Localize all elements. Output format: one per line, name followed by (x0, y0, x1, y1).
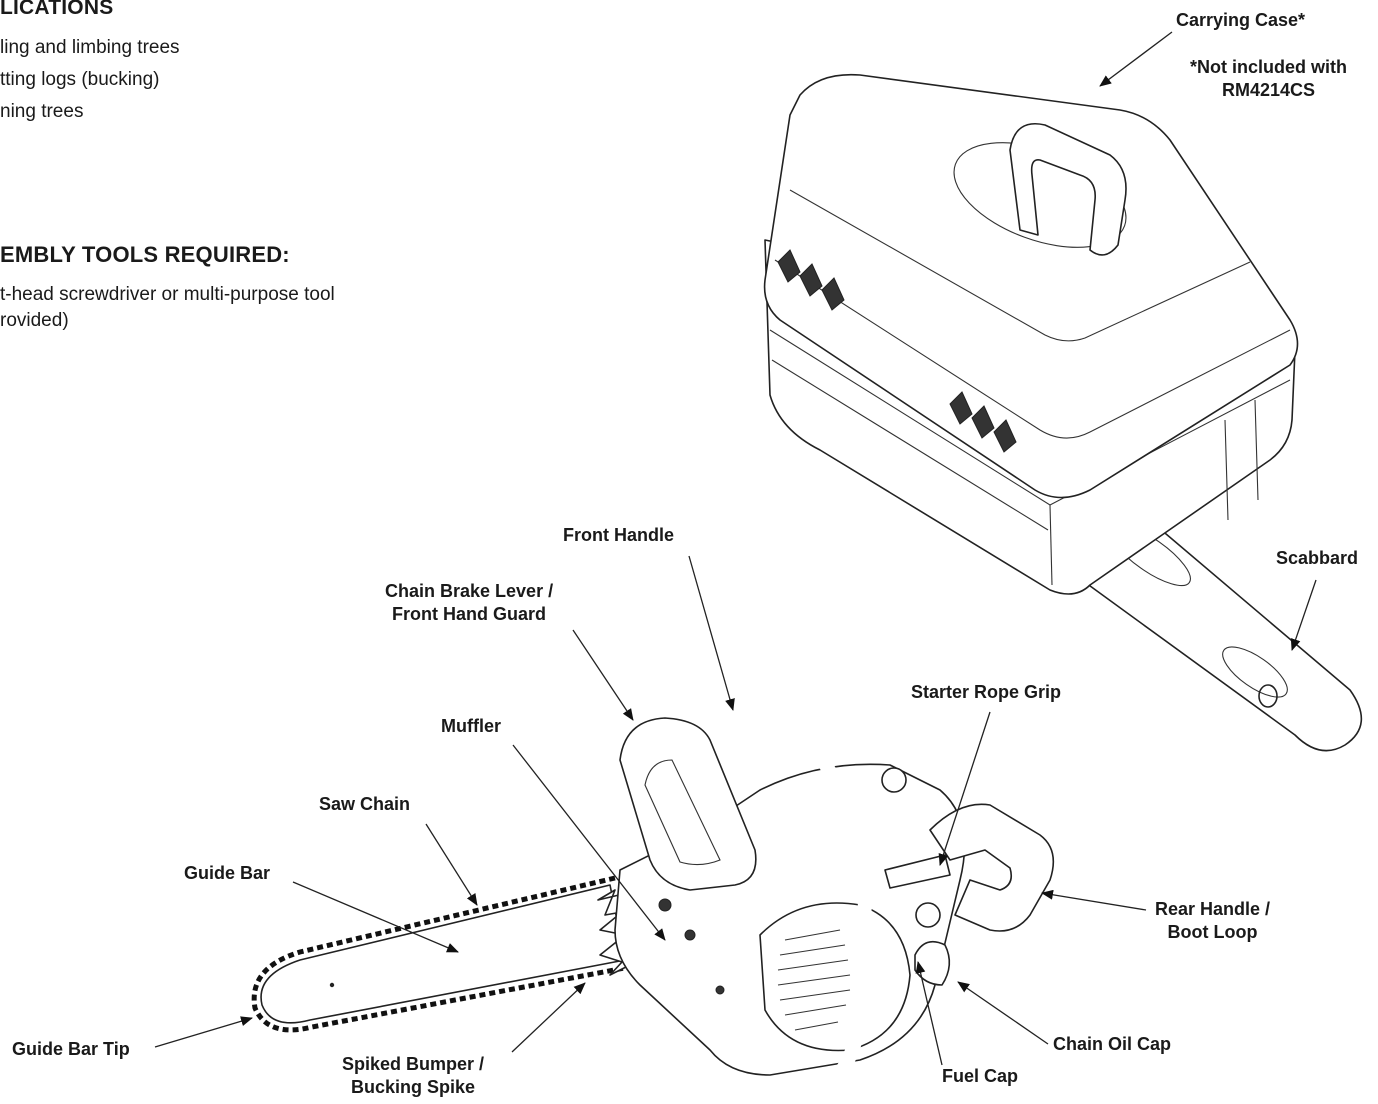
tools-heading: EMBLY TOOLS REQUIRED: (0, 242, 290, 267)
chainsaw-drawing (251, 701, 1055, 1097)
note-line: RM4214CS (1221, 80, 1316, 100)
label-spiked-bumper: Spiked Bumper / Bucking Spike (342, 1053, 484, 1099)
label-chain-oil-cap: Chain Oil Cap (1053, 1034, 1172, 1054)
scabbard-leader (1290, 579, 1317, 651)
leader-lines (154, 31, 1317, 1066)
tools-text: t-head screwdriver or multi-purpose tool… (0, 282, 335, 334)
label-not-included-note: *Not included with RM4214CS (1190, 56, 1347, 102)
label-line: Spiked Bumper / (342, 1054, 485, 1074)
carrying-case-leader (1099, 31, 1173, 87)
label-carrying-case: Carrying Case* (1176, 10, 1306, 30)
label-starter-rope-grip: Starter Rope Grip (911, 682, 1062, 702)
label-guide-bar-tip: Guide Bar Tip (12, 1039, 130, 1059)
guide-bar-leader (292, 881, 459, 953)
label-rear-handle: Rear Handle / Boot Loop (1155, 898, 1270, 944)
rear-handle-leader (1041, 889, 1147, 911)
chain-oil-cap-leader (957, 981, 1049, 1045)
rear-handle-drawing (929, 803, 1055, 932)
label-muffler: Muffler (441, 716, 501, 736)
chain-brake-leader (572, 629, 634, 721)
label-guide-bar: Guide Bar (184, 863, 271, 883)
label-line: Bucking Spike (351, 1077, 476, 1097)
applications-item: ning trees (0, 101, 84, 122)
guide-bar-drawing (260, 884, 626, 1024)
label-line: Front Hand Guard (392, 604, 547, 624)
fuel-cap-leader (915, 961, 943, 1066)
tools-line: t-head screwdriver or multi-purpose tool (0, 284, 335, 305)
label-line: Rear Handle / (1155, 899, 1271, 919)
applications-list: ling and limbing trees tting logs (bucki… (0, 32, 180, 128)
label-scabbard: Scabbard (1276, 548, 1359, 568)
front-handle-leader (688, 555, 735, 711)
label-line: Boot Loop (1167, 922, 1258, 942)
label-fuel-cap: Fuel Cap (942, 1066, 1019, 1086)
label-chain-brake-lever: Chain Brake Lever / Front Hand Guard (385, 580, 553, 626)
note-line: *Not included with (1190, 57, 1347, 77)
guide-bar-tip-leader (154, 1016, 253, 1048)
muffler-leader (512, 744, 666, 941)
label-line: Chain Brake Lever / (385, 581, 554, 601)
spiked-bumper-leader (511, 982, 586, 1053)
starter-rope-grip-leader (938, 711, 991, 866)
label-front-handle: Front Handle (563, 525, 674, 545)
label-saw-chain: Saw Chain (319, 794, 411, 814)
tools-line: rovided) (0, 310, 69, 331)
carrying-case-drawing (763, 73, 1363, 752)
saw-chain-leader (425, 823, 478, 906)
applications-heading: LICATIONS (0, 0, 114, 19)
applications-item: ling and limbing trees (0, 37, 180, 58)
front-hand-guard-drawing (619, 717, 757, 891)
applications-item: tting logs (bucking) (0, 69, 160, 90)
